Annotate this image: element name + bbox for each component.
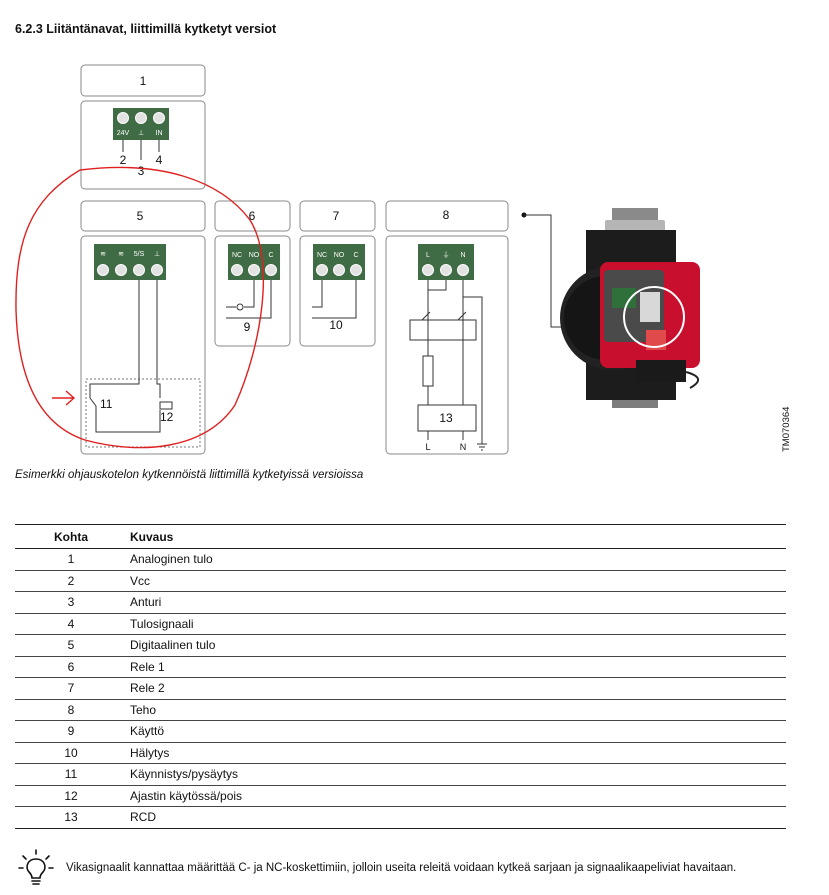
cell-kuvaus: Rele 1 [127,656,786,678]
cell-kuvaus: RCD [127,806,786,829]
cell-kuvaus: Hälytys [127,742,786,764]
lightbulb-icon [18,849,54,885]
box-5-label: 5 [137,209,144,223]
cell-kohta: 11 [15,763,127,786]
box-5: 5 ≋ ≋ 5/S ⊥ 11 12 [80,200,206,455]
terminal-label-l: L [426,252,430,259]
n-label: N [460,442,467,452]
wire-number-10: 10 [329,318,343,332]
box-1: 1 24V ⊥ IN 2 3 4 [80,64,206,190]
wiring-diagram: 1 24V ⊥ IN 2 3 4 5 ≋ ≋ 5/S ⊥ [15,64,700,455]
terminal-label-n: N [460,252,465,259]
drawing-code: TM070364 [781,406,792,452]
terminal-block-7: NC NO C [313,244,365,280]
wire-number-2: 2 [120,153,127,167]
cell-kuvaus: Käyttö [127,720,786,743]
box-8: 8 L ⏚ N 13 L N [385,200,509,455]
box-6: 6 NC NO C 9 [214,200,291,347]
box-7-label: 7 [333,209,340,223]
box-8-label: 8 [443,208,450,222]
box-1-label: 1 [140,74,147,88]
cell-kohta: 3 [15,591,127,614]
cell-kuvaus: Anturi [127,591,786,614]
cell-kuvaus: Vcc [127,570,786,592]
cell-kohta: 7 [15,677,127,700]
cell-kuvaus: Teho [127,699,786,721]
terminal-label-ground: ⊥ [138,130,144,137]
cell-kohta: 13 [15,806,127,829]
cell-kohta: 5 [15,634,127,657]
header-kohta: Kohta [15,524,127,549]
terminal-label-b: ≋ [118,251,124,258]
cell-kohta: 1 [15,548,127,571]
terminal-block-6: NC NO C [228,244,280,280]
cell-kuvaus: Käynnistys/pysäytys [127,763,786,786]
cell-kohta: 4 [15,613,127,635]
cell-kuvaus: Digitaalinen tulo [127,634,786,657]
cell-kuvaus: Rele 2 [127,677,786,700]
figure-caption: Esimerkki ohjauskotelon kytkennöistä lii… [15,469,364,481]
terminal-block-8: L ⏚ N [418,244,474,280]
cell-kuvaus: Ajastin käytössä/pois [127,785,786,807]
terminal-label-ground: ⊥ [154,251,160,258]
terminal-label-a: ≋ [100,251,106,258]
box-6-label: 6 [249,209,256,223]
box-7: 7 NC NO C 10 [299,200,376,347]
wire-number-3: 3 [138,164,145,178]
header-kuvaus: Kuvaus [127,524,786,549]
terminal-block-1: 24V ⊥ IN [113,108,169,140]
table-header-row: Kohta Kuvaus [15,524,786,549]
terminal-label-no: NO [249,252,260,259]
pump-illustration [560,208,700,408]
terminal-label-c: C [353,252,358,259]
cell-kuvaus: Tulosignaali [127,613,786,635]
terminal-label-24v: 24V [117,130,130,137]
terminal-label-in: IN [156,130,163,137]
cell-kohta: 10 [15,742,127,764]
terminal-label-nc: NC [232,252,242,259]
wire-number-13: 13 [439,411,453,425]
terminal-label-no: NO [334,252,345,259]
l-label: L [425,442,430,452]
terminal-label-nc: NC [317,252,327,259]
cell-kuvaus: Analoginen tulo [127,548,786,571]
cell-kohta: 9 [15,720,127,743]
red-annotation [15,166,264,449]
terminal-block-5: ≋ ≋ 5/S ⊥ [94,244,166,280]
wire-number-9: 9 [244,320,251,334]
wire-number-12: 12 [160,410,174,424]
cell-kohta: 8 [15,699,127,721]
terminal-label-5s: 5/S [134,251,145,258]
wire-number-11: 11 [100,397,113,411]
cell-kohta: 2 [15,570,127,592]
tip-note: Vikasignaalit kannattaa määrittää C- ja … [18,848,818,888]
terminal-label-c: C [268,252,273,259]
cell-kohta: 6 [15,656,127,678]
section-heading: 6.2.3 Liitäntänavat, liittimillä kytkety… [15,22,277,36]
wire-number-4: 4 [156,153,163,167]
terminal-label-earth: ⏚ [443,251,450,259]
cell-kohta: 12 [15,785,127,807]
tip-text: Vikasignaalit kannattaa määrittää C- ja … [66,862,737,874]
